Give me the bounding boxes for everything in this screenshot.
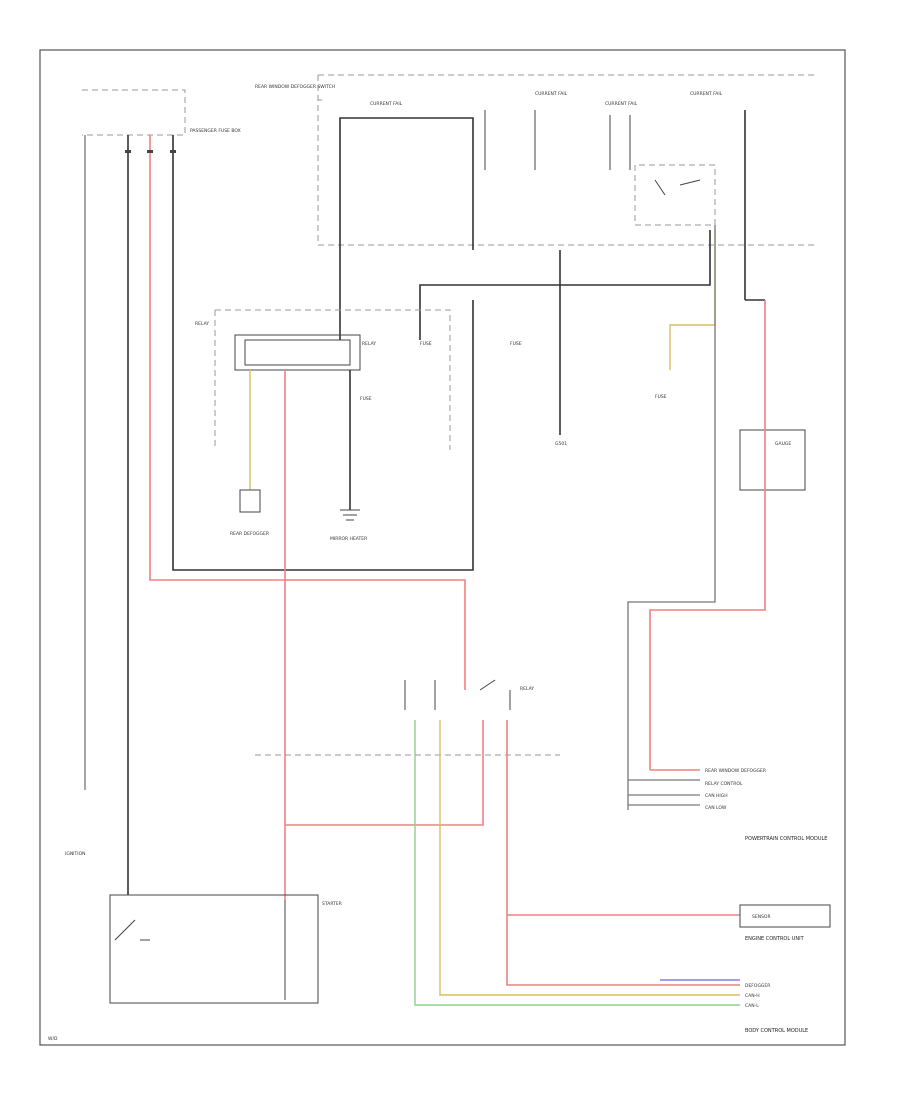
starter-box <box>109 894 319 1004</box>
relay-switch-top <box>654 179 701 196</box>
label-starter: STARTER <box>322 901 342 907</box>
label-gauge: GAUGE <box>775 441 791 447</box>
label-mirror-heater: MIRROR HEATER <box>330 536 367 542</box>
wire-black-horizontal <box>419 230 711 340</box>
label-ignition: IGNITION <box>65 851 86 857</box>
fuse-bracket-1 <box>339 117 474 250</box>
relay-box-top <box>634 164 716 226</box>
starter-switch <box>114 919 150 941</box>
label-pin-8: CAN-L <box>745 1003 759 1009</box>
label-cu-fuse-4: CURRENT FAIL <box>690 91 723 97</box>
wire-black-2 <box>172 135 474 571</box>
wire-red-right <box>649 300 766 770</box>
wire-red-horizontal <box>285 720 484 826</box>
passenger-fuse-box <box>82 89 186 136</box>
connector-2 <box>147 150 153 153</box>
switch-bracket <box>404 679 511 710</box>
fuse-bracket-3 <box>609 115 631 170</box>
label-relay-left: RELAY <box>195 321 209 327</box>
label-pin-7: CAN-H <box>745 993 760 999</box>
label-pin-5: SENSOR <box>752 914 771 920</box>
label-module-1: POWERTRAIN CONTROL MODULE <box>745 836 827 842</box>
footer-label: W/D <box>48 1036 58 1042</box>
engine-module-box <box>739 904 831 928</box>
label-pin-2: RELAY CONTROL <box>705 781 743 787</box>
label-relay-mid: RELAY <box>362 341 376 347</box>
relay-inner <box>244 339 351 366</box>
ground-symbol-1 <box>340 509 360 521</box>
wire-yellow-right <box>669 230 716 370</box>
relay-area-outline <box>214 309 451 450</box>
rear-defogger-element <box>239 489 261 513</box>
label-module-2: ENGINE CONTROL UNIT <box>745 936 805 942</box>
label-passenger-fuse: PASSENGER FUSE BOX <box>190 128 241 134</box>
wire-gray-right <box>627 225 716 810</box>
label-fuse-b: FUSE <box>360 396 372 402</box>
label-pin-3: CAN HIGH <box>705 793 728 799</box>
label-module-3: BODY CONTROL MODULE <box>745 1028 808 1034</box>
fuse-block-outline <box>317 74 818 246</box>
label-cu-fuse-3: CURRENT FAIL <box>605 101 638 107</box>
wire-red-bottom <box>506 720 740 986</box>
wire-green <box>414 720 740 1006</box>
label-fuse-c: FUSE <box>655 394 667 400</box>
label-cu-fuse-1: CURRENT FAIL <box>370 101 403 107</box>
outer-frame <box>39 49 846 1046</box>
label-ground-1: G501 <box>555 441 567 447</box>
label-pin-1: REAR WINDOW DEFOGGER <box>705 768 766 774</box>
fuse-bracket-2 <box>484 110 536 170</box>
connector-1 <box>125 150 131 153</box>
wire-red-main <box>149 135 466 690</box>
label-pin-6: DEFOGGER <box>745 983 770 989</box>
label-cu-fuse-2: CURRENT FAIL <box>535 91 568 97</box>
relay-box-middle <box>234 334 361 371</box>
label-rear-defogger: REAR DEFOGGER <box>230 531 269 537</box>
gauge-box <box>739 429 806 491</box>
label-rear-window-switch: REAR WINDOW DEFOGGER SWITCH <box>255 84 335 90</box>
label-fuse-a: FUSE <box>420 341 432 347</box>
wire-top-right <box>744 110 765 301</box>
connector-3 <box>170 150 176 153</box>
label-pin-4: CAN LOW <box>705 805 727 811</box>
label-switch: RELAY <box>520 686 534 692</box>
wire-yellow-bottom <box>439 720 740 996</box>
label-fuse-d: FUSE <box>510 341 522 347</box>
